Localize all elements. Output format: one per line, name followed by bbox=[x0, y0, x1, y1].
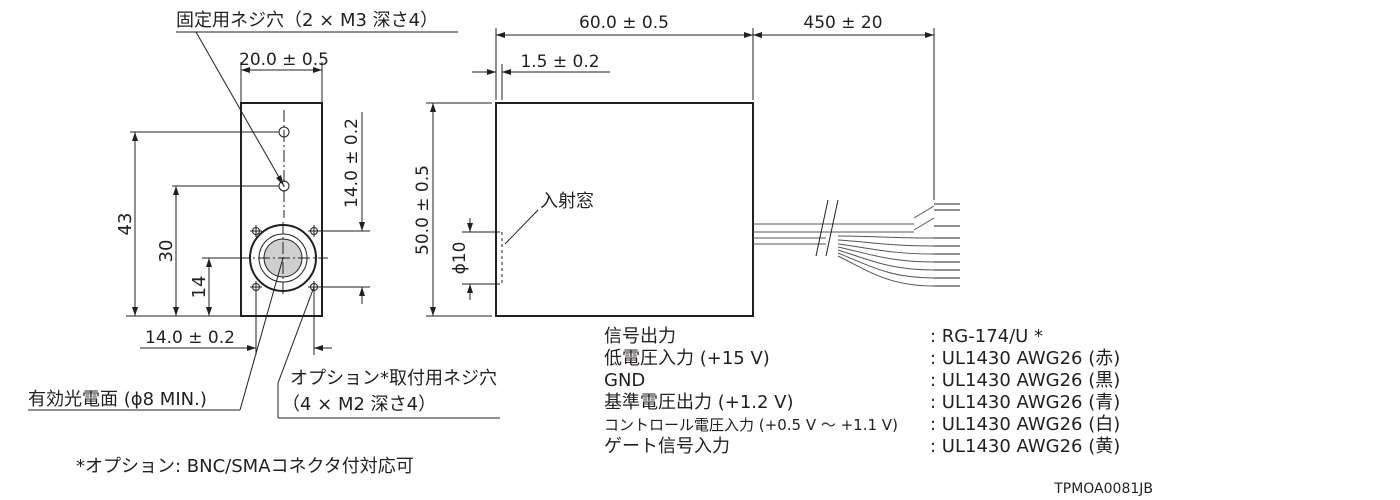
callout-photocathode: 有効光電面 (ϕ8 MIN.) bbox=[28, 389, 207, 410]
dim-height-30: 30 bbox=[156, 240, 177, 263]
dim-window-diameter: ϕ10 bbox=[450, 242, 470, 275]
dim-height-14: 14 bbox=[189, 276, 210, 299]
signal-spec: : RG-174/U * bbox=[930, 326, 1043, 347]
side-view-body bbox=[495, 102, 754, 317]
dim-cable-length: 450 ± 20 bbox=[803, 13, 882, 33]
signal-spec: : UL1430 AWG26 (黄) bbox=[930, 436, 1120, 457]
cable-bundle bbox=[753, 199, 960, 287]
front-view-body bbox=[240, 102, 323, 317]
signal-name: 信号出力 bbox=[604, 326, 676, 347]
signal-spec: : UL1430 AWG26 (黒) bbox=[930, 370, 1120, 391]
dim-hole-pitch-horizontal: 14.0 ± 0.2 bbox=[145, 328, 235, 348]
signal-name: コントロール電圧入力 (+0.5 V ～ +1.1 V) bbox=[604, 416, 898, 434]
drawing-code: TPMOA0081JB bbox=[1053, 481, 1153, 497]
signal-spec: : UL1430 AWG26 (白) bbox=[930, 414, 1120, 435]
signal-name: 低電圧入力 (+15 V) bbox=[604, 348, 770, 369]
callout-entrance-window: 入射窓 bbox=[540, 191, 594, 212]
signal-spec: : UL1430 AWG26 (赤) bbox=[930, 348, 1120, 369]
dim-window-offset: 1.5 ± 0.2 bbox=[520, 52, 599, 72]
signal-name: GND bbox=[604, 370, 645, 391]
callout-option-screw-line2: （4 × M2 深さ4） bbox=[282, 394, 436, 415]
dim-length: 60.0 ± 0.5 bbox=[579, 13, 669, 33]
signal-name: ゲート信号入力 bbox=[604, 436, 730, 457]
dim-height-43: 43 bbox=[115, 213, 136, 236]
signal-table: 信号出力 : RG-174/U * 低電圧入力 (+15 V) : UL1430… bbox=[604, 326, 1120, 457]
dim-hole-pitch-vertical: 14.0 ± 0.2 bbox=[342, 118, 362, 208]
footnote: *オプション: BNC/SMAコネクタ付対応可 bbox=[76, 456, 414, 477]
callout-option-screw-line1: オプション*取付用ネジ穴 bbox=[290, 368, 497, 389]
callout-fixing-screw: 固定用ネジ穴（2 × M3 深さ4） bbox=[176, 10, 438, 31]
front-view: 20.0 ± 0.5 43 30 14 14.0 ± 0.2 14. bbox=[28, 10, 500, 419]
signal-name: 基準電圧出力 (+1.2 V) bbox=[604, 392, 794, 413]
dim-body-height: 50.0 ± 0.5 bbox=[413, 165, 433, 255]
signal-spec: : UL1430 AWG26 (青) bbox=[930, 392, 1120, 413]
side-view: 60.0 ± 0.5 450 ± 20 1.5 ± 0.2 50.0 ± 0.5… bbox=[413, 13, 960, 317]
dim-width: 20.0 ± 0.5 bbox=[239, 50, 329, 70]
